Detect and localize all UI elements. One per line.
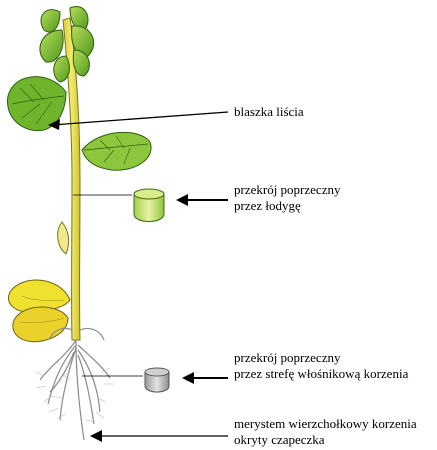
label-stem-section-line2: przez łodygę xyxy=(234,198,301,214)
stem-section-cylinder xyxy=(134,189,164,222)
label-root-section-line1: przekrój poprzeczny xyxy=(234,350,340,366)
cotyledons xyxy=(8,280,70,342)
stem-scale xyxy=(58,222,69,254)
label-meristem-line1: merystem wierzchołkowy korzenia xyxy=(234,416,417,432)
roots xyxy=(40,328,110,440)
meristem-arrow xyxy=(90,430,228,442)
label-leaf-blade: blaszka liścia xyxy=(234,104,304,120)
label-stem-section-line1: przekrój poprzeczny xyxy=(234,182,340,198)
root-section-cylinder xyxy=(145,368,169,392)
root-section-arrow xyxy=(182,372,228,384)
stem-section-arrow xyxy=(176,194,228,206)
leaf-right xyxy=(82,132,151,170)
label-meristem-line2: okryty czapeczka xyxy=(234,432,325,448)
label-root-section-line2: przez strefę włośnikową korzenia xyxy=(234,366,408,382)
